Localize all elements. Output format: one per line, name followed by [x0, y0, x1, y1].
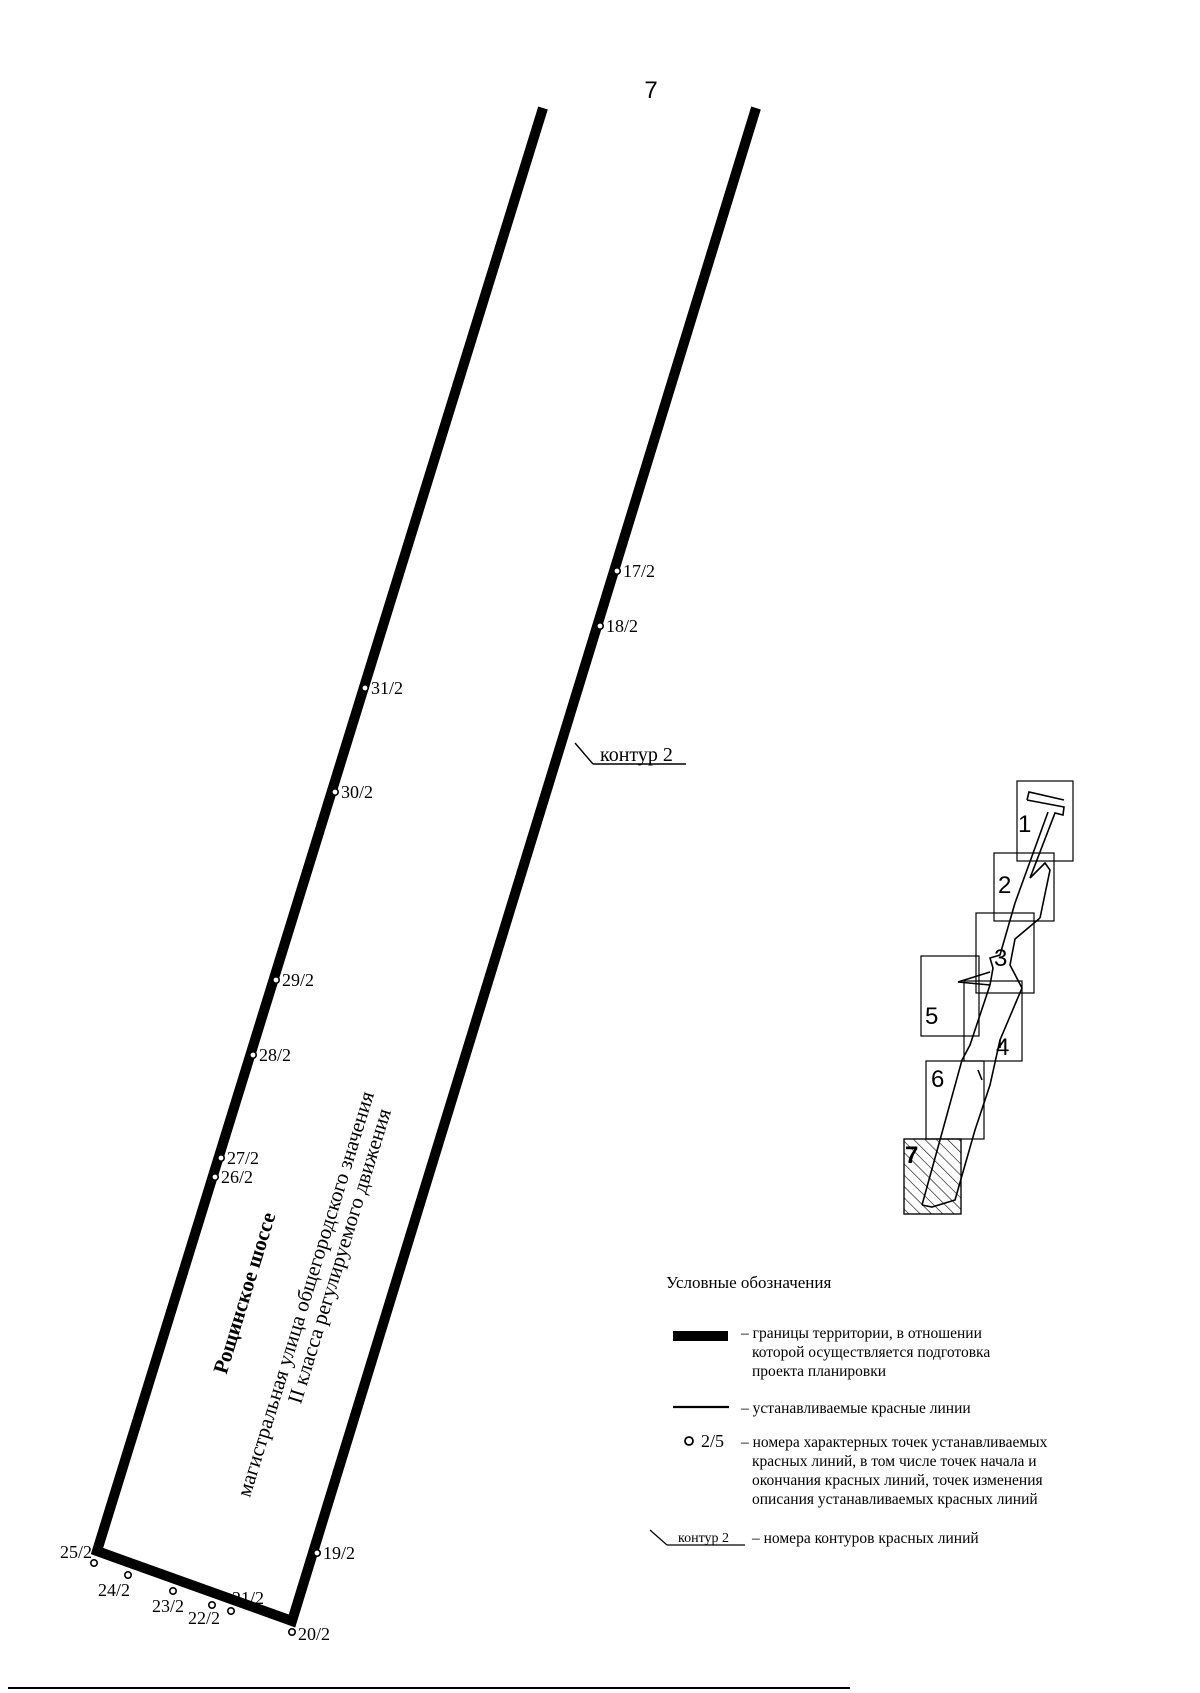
legend-item1-line2: которой осуществляется подготовка — [752, 1344, 990, 1361]
point-label-25: 25/2 — [60, 1542, 92, 1562]
point-marker — [90, 1559, 99, 1568]
key-sheet-label-4: 4 — [996, 1034, 1009, 1061]
key-sheet-3 — [975, 912, 1035, 994]
key-sheet-label-7: 7 — [905, 1142, 918, 1169]
point-label-23: 23/2 — [152, 1596, 184, 1616]
legend-item2: – устанавливаемые красные линии — [740, 1400, 971, 1417]
point-marker — [124, 1571, 133, 1580]
legend-item3-line2: красных линий, в том числе точек начала … — [752, 1453, 1037, 1470]
point-label-31: 31/2 — [371, 678, 403, 698]
characteristic-points: 17/2 18/2 31/2 30/2 29/2 28/2 27/2 26/2 … — [60, 561, 655, 1644]
point-marker — [287, 1628, 296, 1637]
key-sheet-label-6: 6 — [931, 1066, 944, 1093]
territory-boundary — [90, 106, 761, 1628]
point-marker — [312, 1549, 321, 1558]
point-label-26: 26/2 — [221, 1167, 253, 1187]
point-marker — [360, 683, 369, 692]
key-sheet-5 — [920, 955, 980, 1037]
legend-item1-line1: – границы территории, в отношении — [740, 1325, 982, 1342]
point-label-18: 18/2 — [606, 616, 638, 636]
point-label-28: 28/2 — [259, 1045, 291, 1065]
key-map: 1 2 3 4 5 6 7 — [903, 780, 1074, 1215]
key-road-outline — [921, 791, 1065, 1208]
legend-item3-line3: окончания красных линий, точек изменения — [752, 1472, 1043, 1489]
point-label-30: 30/2 — [341, 782, 373, 802]
point-label-19: 19/2 — [323, 1543, 355, 1563]
key-sheet-label-1: 1 — [1018, 811, 1031, 838]
key-sheet-6 — [925, 1060, 985, 1140]
point-marker — [249, 1051, 258, 1060]
legend-point-swatch — [684, 1436, 694, 1446]
point-marker — [227, 1607, 236, 1616]
key-sheet-label-3: 3 — [994, 945, 1007, 972]
key-sheet-label-5: 5 — [925, 1003, 938, 1030]
road-name-label: Рощинское шоссе — [208, 1209, 280, 1376]
key-sheet-label-2: 2 — [998, 872, 1011, 899]
legend-item3-line1: – номера характерных точек устанавливаем… — [740, 1434, 1048, 1451]
point-marker — [211, 1173, 220, 1182]
point-label-22: 22/2 — [188, 1608, 220, 1628]
point-label-24: 24/2 — [98, 1580, 130, 1600]
point-marker — [595, 621, 604, 630]
point-label-21: 21/2 — [232, 1588, 264, 1608]
point-marker — [612, 566, 621, 575]
key-sheet-2 — [993, 852, 1055, 922]
legend-boundary-swatch — [673, 1331, 728, 1341]
legend-item1-line3: проекта планировки — [752, 1363, 886, 1380]
road-name: Рощинское шоссе — [208, 1209, 280, 1376]
legend-title: Условные обозначения — [666, 1273, 831, 1292]
point-label-27: 27/2 — [227, 1148, 259, 1168]
point-label-17: 17/2 — [623, 561, 655, 581]
key-sheet-1 — [1016, 780, 1074, 862]
point-marker — [169, 1587, 178, 1596]
legend-item4: – номера контуров красных линий — [751, 1530, 979, 1547]
legend-item4-symbol: контур 2 — [678, 1531, 729, 1546]
point-marker — [208, 1601, 217, 1610]
legend: Условные обозначения – границы территори… — [649, 1273, 1048, 1547]
contour-leader: контур 2 — [574, 742, 686, 766]
contour-label: контур 2 — [600, 744, 673, 766]
point-marker — [217, 1154, 226, 1163]
point-marker — [330, 787, 339, 796]
point-label-20: 20/2 — [298, 1624, 330, 1644]
page-number: 7 — [644, 77, 657, 104]
key-sheet-4 — [963, 980, 1023, 1062]
point-marker — [271, 975, 280, 984]
point-label-29: 29/2 — [282, 970, 314, 990]
legend-item3-line4: описания устанавливаемых красных линий — [752, 1491, 1038, 1508]
legend-item3-symbol: 2/5 — [701, 1431, 724, 1451]
